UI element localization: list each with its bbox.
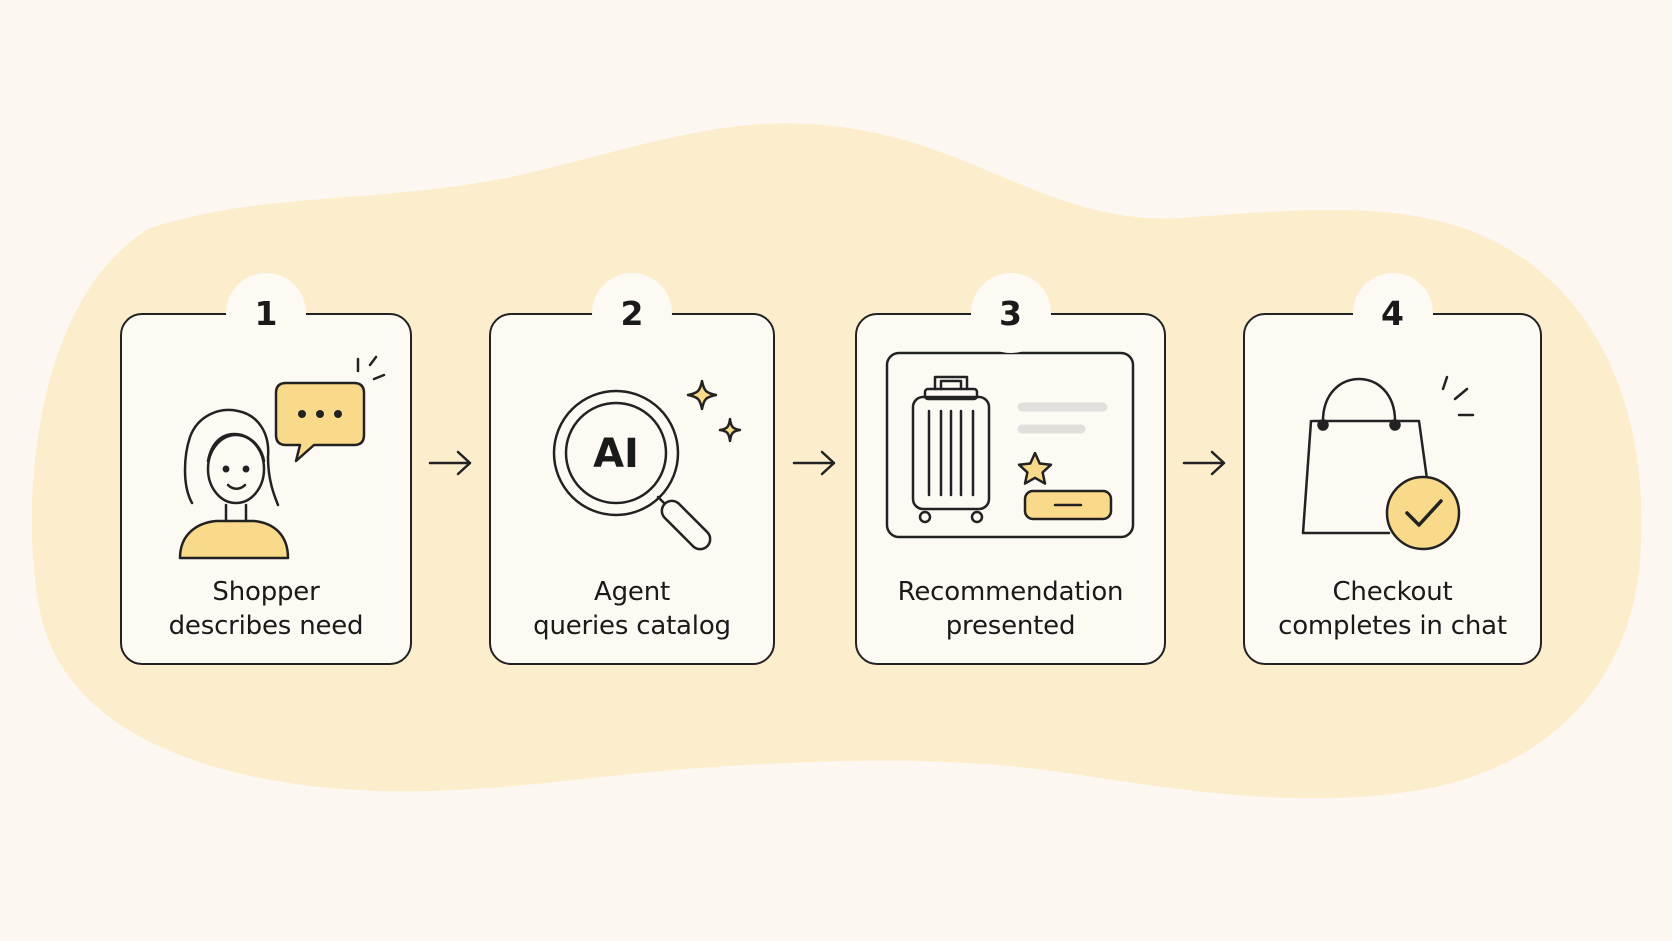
step-card-4: 4 Checkout completes in chat: [1243, 273, 1542, 665]
step-number-badge: 3: [970, 273, 1051, 353]
step-title-line: Agent: [594, 577, 670, 607]
step-label: Recommendation presented: [857, 575, 1164, 643]
ai-magnifier-icon: AI: [552, 379, 742, 551]
step-label: Shopper describes need: [122, 575, 410, 643]
step-card-2: 2 AI Agent queries catalog: [489, 273, 775, 665]
step-card-3: 3 Recommendation presented: [855, 273, 1166, 665]
step-title-line: describes need: [168, 611, 364, 641]
step-title-line: Shopper: [212, 577, 320, 607]
step-title-line: Checkout: [1332, 577, 1453, 607]
step-number: 4: [1381, 293, 1404, 333]
step-number-badge: 2: [592, 273, 672, 353]
step-title-line: queries catalog: [533, 611, 731, 641]
step-title-line: presented: [945, 611, 1076, 641]
arrow-right-icon: [428, 450, 472, 476]
suitcase-product-card-icon: [885, 351, 1134, 539]
step-label: Agent queries catalog: [491, 575, 773, 643]
ai-text: AI: [593, 431, 639, 477]
step-number: 3: [999, 293, 1022, 333]
arrow-right-icon: [1182, 450, 1226, 476]
step-card-1: 1: [120, 273, 412, 665]
shopper-speech-icon: [178, 355, 386, 560]
step-number: 1: [254, 293, 278, 333]
step-number-badge: 4: [1352, 273, 1433, 353]
step-title-line: completes in chat: [1278, 611, 1507, 641]
step-number: 2: [620, 293, 644, 333]
shopping-bag-check-icon: [1301, 375, 1474, 551]
step-title-line: Recommendation: [897, 577, 1124, 607]
step-label: Checkout completes in chat: [1245, 575, 1540, 643]
arrow-right-icon: [792, 450, 836, 476]
step-number-badge: 1: [226, 273, 306, 353]
